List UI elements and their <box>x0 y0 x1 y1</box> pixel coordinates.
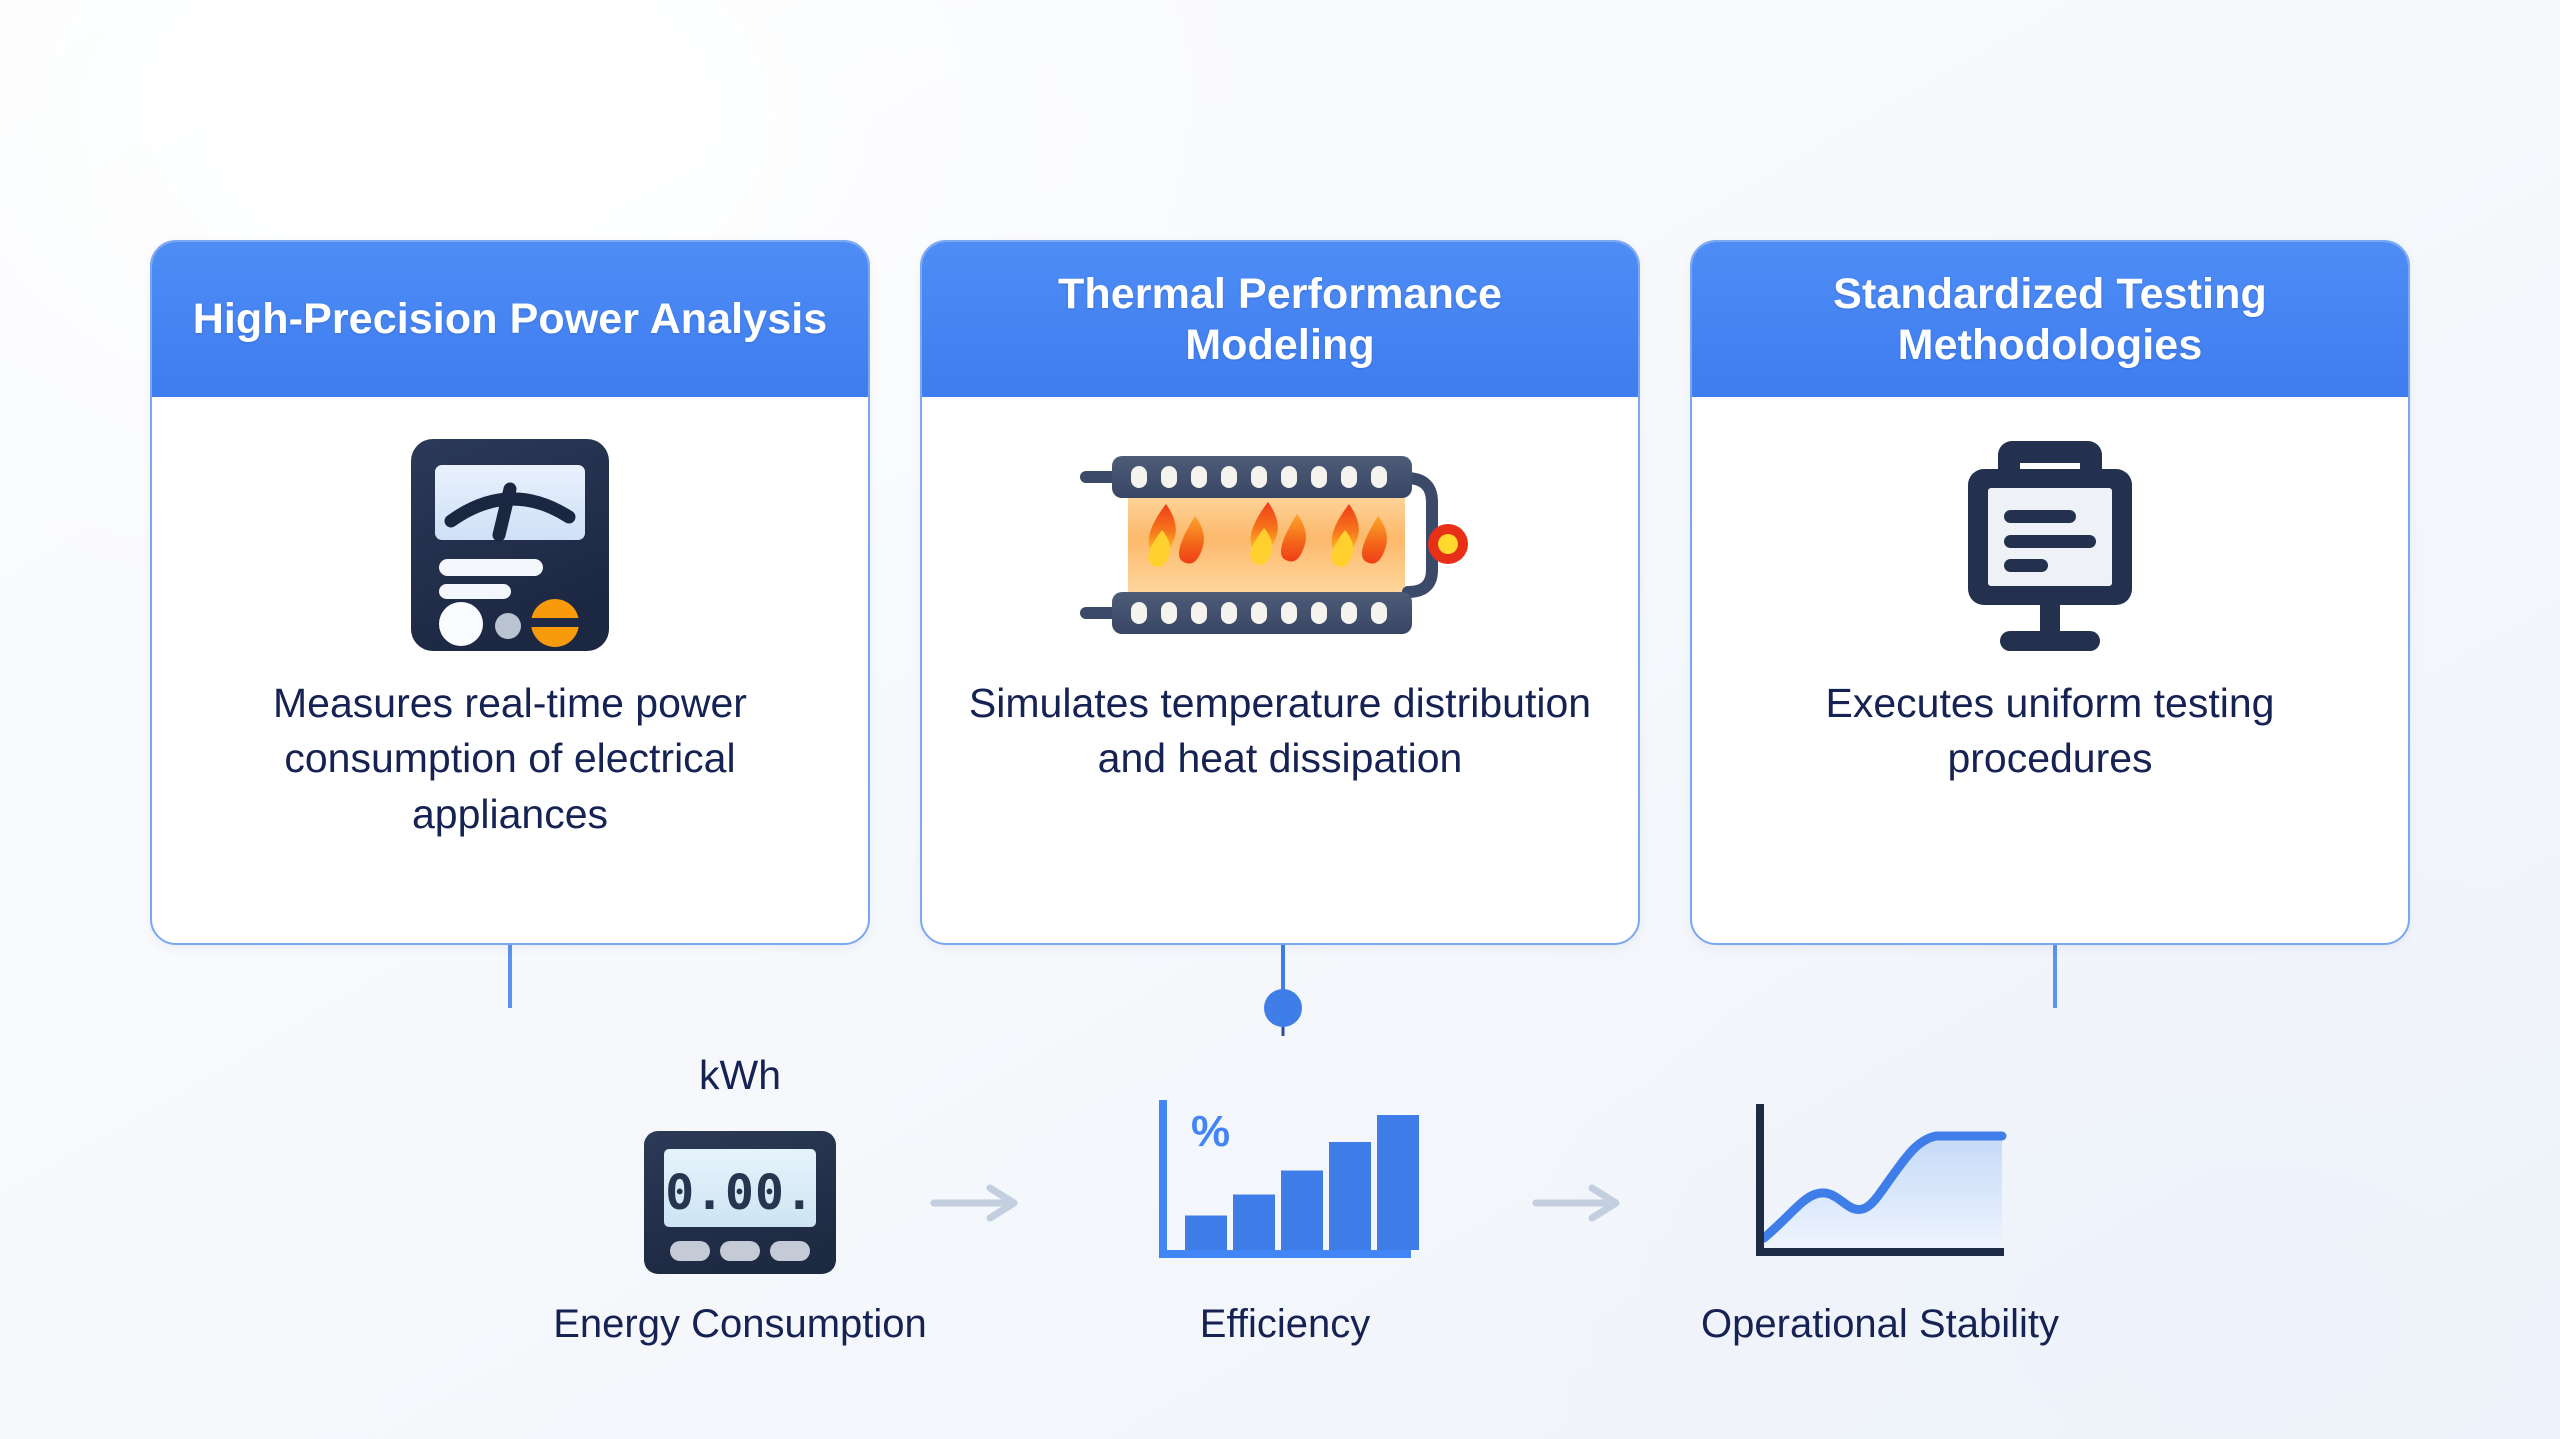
card-body: Measures real-time power consumption of … <box>152 397 868 943</box>
meter-display-value: 0.00. <box>665 1165 815 1221</box>
line-chart-icon <box>1500 1060 2260 1280</box>
card-description: Measures real-time power consumption of … <box>273 680 747 837</box>
metric-label: Operational Stability <box>1701 1302 2059 1346</box>
card-description: Simulates temperature distribution and h… <box>968 680 1592 782</box>
kwh-unit-label: kWh <box>699 1052 781 1098</box>
bar-chart-icon: % <box>1040 1060 1530 1280</box>
card-thermal-performance-modeling[interactable]: Thermal Performance Modeling <box>920 240 1640 945</box>
bar-chart-unit-label: % <box>1191 1107 1230 1156</box>
card-title: Standardized Testing Methodologies <box>1833 270 2267 369</box>
card-header: High-Precision Power Analysis <box>152 242 868 397</box>
power-meter-icon <box>403 421 618 666</box>
card-body: Executes uniform testing procedures <box>1692 397 2408 943</box>
metric-efficiency[interactable]: % Efficiency <box>1040 1060 1530 1347</box>
card-title: Thermal Performance Modeling <box>1057 270 1502 369</box>
arrow-efficiency-to-stability <box>1530 1182 1630 1229</box>
card-header: Thermal Performance Modeling <box>922 242 1638 397</box>
digital-kwh-meter-icon: kWh 0.00. <box>420 1052 1060 1280</box>
metric-label: Efficiency <box>1199 1302 1371 1346</box>
card-description: Executes uniform testing procedures <box>1825 680 2275 782</box>
test-report-display-icon <box>1950 421 2150 666</box>
card-body: Simulates temperature distribution and h… <box>922 397 1638 943</box>
card-standardized-testing-methodologies[interactable]: Standardized Testing Methodologies <box>1690 240 2410 945</box>
card-title: High-Precision Power Analysis <box>192 295 828 344</box>
card-high-precision-power-analysis[interactable]: High-Precision Power Analysis <box>150 240 870 945</box>
junction-dot <box>1264 989 1302 1027</box>
card-header: Standardized Testing Methodologies <box>1692 242 2408 397</box>
arrow-energy-to-efficiency <box>928 1182 1028 1229</box>
metric-energy-consumption[interactable]: kWh 0.00. <box>420 1052 1060 1347</box>
metric-label: Energy Consumption <box>553 1302 927 1346</box>
heating-element-icon <box>1070 421 1490 666</box>
metric-operational-stability[interactable]: Operational Stability <box>1500 1060 2260 1347</box>
